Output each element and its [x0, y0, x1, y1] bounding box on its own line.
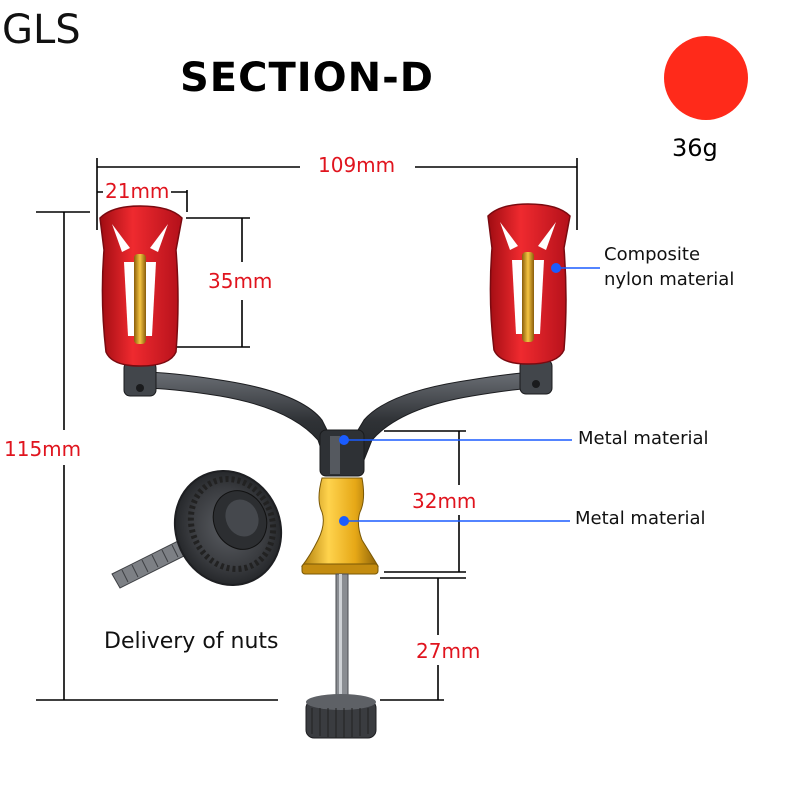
- brand-logo-text: GLS: [2, 7, 81, 53]
- label-composite-line2: nylon material: [604, 269, 735, 290]
- steel-shaft: [335, 573, 349, 697]
- callout-composite: [551, 263, 600, 273]
- dim-shaft-length: 27mm: [414, 639, 483, 663]
- dim-knob-width: 21mm: [103, 179, 172, 203]
- accessory-caption: Delivery of nuts: [104, 629, 279, 654]
- loose-thumb-nut: [111, 470, 283, 589]
- label-metal-lower: Metal material: [575, 508, 706, 529]
- handle-arm: [123, 359, 553, 477]
- label-metal-upper: Metal material: [578, 428, 709, 449]
- callout-metal-upper: [339, 435, 572, 445]
- weight-color-dot: [664, 36, 748, 120]
- section-title: SECTION-D: [180, 55, 434, 101]
- dim-collar-height: 32mm: [410, 489, 479, 513]
- dim-knob-height: 35mm: [206, 269, 275, 293]
- callout-metal-lower: [339, 516, 570, 526]
- dim-width-total: 109mm: [316, 153, 398, 177]
- label-composite-line1: Composite: [604, 244, 701, 265]
- bottom-nut: [305, 694, 377, 739]
- gold-collar: [300, 477, 379, 575]
- dim-total-height: 115mm: [2, 437, 84, 461]
- right-red-knob: [487, 203, 571, 365]
- weight-label: 36g: [672, 134, 718, 162]
- left-red-knob: [99, 205, 183, 367]
